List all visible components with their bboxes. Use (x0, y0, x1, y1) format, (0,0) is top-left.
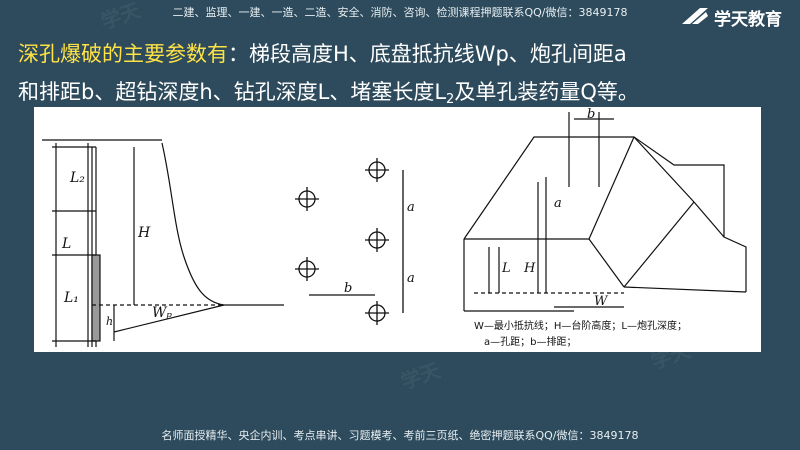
line1-rest: ：梯段高度H、底盘抵抗线Wp、炮孔间距a (228, 42, 627, 66)
bottom-banner-text: 名师面授精华、央企内训、考点串讲、习题模考、考前三页纸、绝密押题联系QQ/微信：… (161, 429, 639, 442)
main-text: 深孔爆破的主要参数有：梯段高度H、底盘抵抗线Wp、炮孔间距a 和排距b、超钻深度… (18, 35, 788, 119)
diagram-svg: L L₂ L₁ H h Wₚ a a b (42, 107, 747, 348)
label-a-bottom: a (407, 271, 415, 286)
label-h: h (106, 315, 113, 328)
logo: 学天教育 (680, 6, 782, 30)
caption-line-2: a—孔距；b—排距； (484, 335, 576, 348)
label-a-top: a (407, 200, 415, 215)
label-b: b (344, 281, 352, 296)
label-W-right: W (594, 294, 609, 309)
label-L-right: L (501, 261, 511, 276)
label-L2: L₂ (69, 170, 85, 186)
text-line-2: 和排距b、超钻深度h、钻孔深度L、堵塞长度L2及单孔装药量Q等。 (18, 80, 639, 107)
caption-line-1: W—最小抵抗线；H—台阶高度；L—炮孔深度； (474, 319, 687, 332)
bottom-banner: 名师面授精华、央企内训、考点串讲、习题模考、考前三页纸、绝密押题联系QQ/微信：… (0, 427, 800, 443)
watermark: 学天 (397, 357, 444, 395)
logo-icon (682, 8, 708, 24)
blasting-diagram: L L₂ L₁ H h Wₚ a a b (34, 107, 761, 352)
top-banner: 二建、监理、一建、一造、二造、安全、消防、咨询、检测课程押题联系QQ/微信：38… (0, 0, 800, 20)
logo-text: 学天教育 (714, 9, 782, 30)
label-H-right: H (523, 261, 536, 276)
label-H: H (137, 225, 151, 241)
highlight-title: 深孔爆破的主要参数有 (18, 42, 228, 66)
label-b-right: b (587, 107, 595, 122)
label-a-right: a (554, 196, 562, 211)
top-banner-text: 二建、监理、一建、一造、二造、安全、消防、咨询、检测课程押题联系QQ/微信：38… (172, 6, 628, 19)
label-L: L (61, 236, 71, 252)
label-L1: L₁ (63, 290, 79, 306)
text-line-1: 深孔爆破的主要参数有：梯段高度H、底盘抵抗线Wp、炮孔间距a (18, 35, 788, 73)
label-Wp: Wₚ (152, 305, 172, 321)
